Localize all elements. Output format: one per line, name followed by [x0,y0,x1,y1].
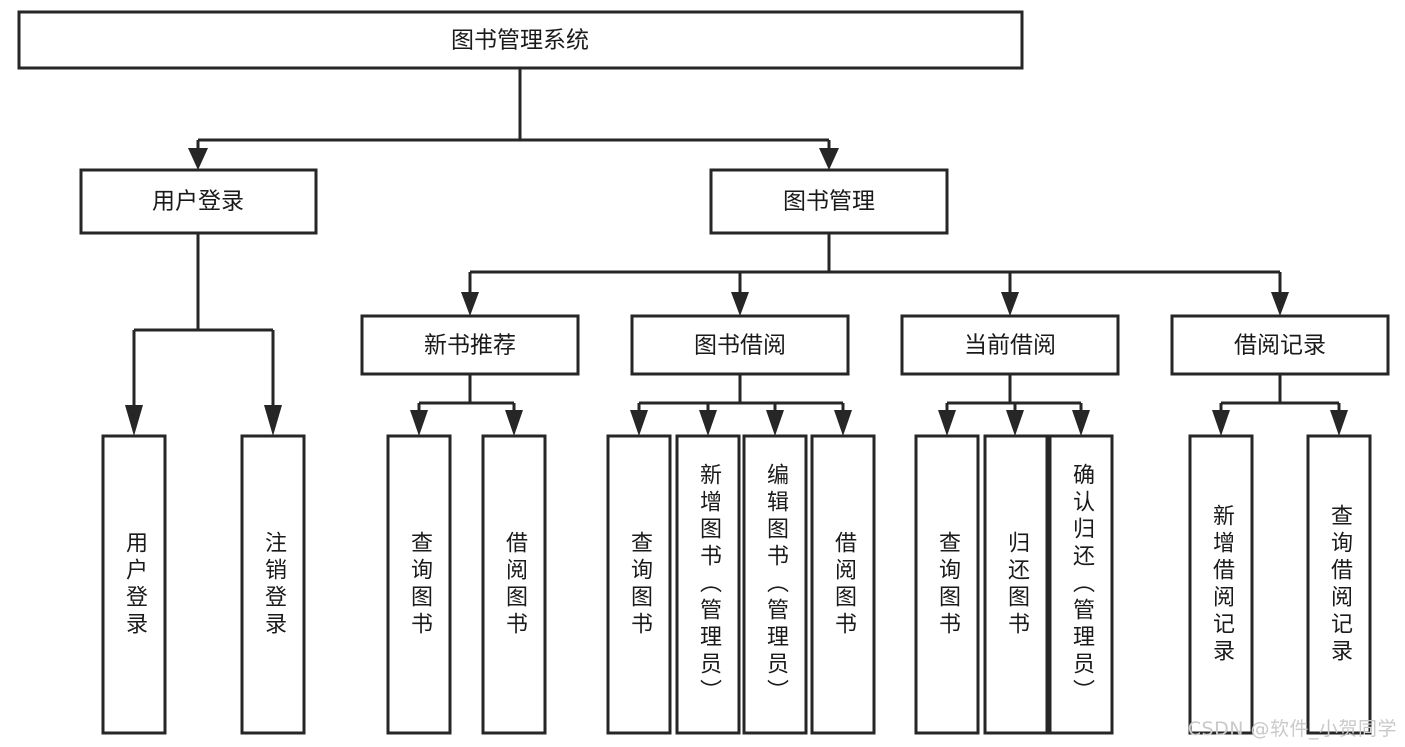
arrow-head-leaf-borrow-book [834,410,852,436]
connector-group-current-borrow-to-leaves [938,374,1090,436]
node-current-borrow-box[interactable] [900,314,1120,376]
node-root-box[interactable] [17,10,1024,70]
node-leaf-add-book-admin-box[interactable] [675,434,741,735]
node-leaf-query-book-recommend-box[interactable] [386,434,452,735]
arrow-head-book-borrow [731,292,749,316]
node-user-login-box[interactable] [79,168,318,235]
connector-group-new-book-recommend-to-leaves [410,374,523,436]
arrow-head-borrow-record [1271,292,1289,316]
node-leaf-user-login-box[interactable] [101,434,167,735]
node-new-book-recommend-label: 新书推荐 [424,333,516,359]
arrow-head-leaf-add-borrow-record [1212,410,1230,436]
node-root-label: 图书管理系统 [451,28,589,54]
node-book-borrow-label: 图书借阅 [694,333,786,359]
connector-group-user-login-to-leaves [125,233,282,436]
arrow-head-leaf-query-book-current [938,410,956,436]
arrow-head-leaf-user-login [125,405,143,436]
node-book-management[interactable]: 图书管理 [709,168,949,235]
arrow-head-leaf-query-book-borrow [630,410,648,436]
node-user-login[interactable]: 用户登录 [79,168,318,235]
node-leaf-logout-box[interactable] [240,434,306,735]
node-book-management-label: 图书管理 [783,189,875,215]
node-root[interactable]: 图书管理系统 [17,10,1024,70]
node-book-borrow-box[interactable] [630,314,850,376]
node-leaf-confirm-return-admin-box[interactable] [1048,434,1114,735]
arrow-head-leaf-query-book-recommend [410,410,428,436]
watermark: CSDN @软件_小贺同学 [1187,718,1397,740]
connector-group-book-borrow-to-leaves [630,374,852,436]
node-borrow-record-box[interactable] [1170,314,1390,376]
connector-group-book-management-to-level3 [461,233,1289,316]
node-leaf-borrow-book-recommend-box[interactable] [481,434,547,735]
arrow-head-leaf-add-book-admin [699,410,717,436]
node-borrow-record[interactable]: 借阅记录 [1170,314,1390,376]
arrow-head-user-login [188,148,208,170]
arrow-head-leaf-borrow-book-recommend [505,410,523,436]
node-new-book-recommend[interactable]: 新书推荐 [360,314,580,376]
node-leaf-add-borrow-record-box[interactable] [1188,434,1254,735]
node-current-borrow[interactable]: 当前借阅 [900,314,1120,376]
node-current-borrow-label: 当前借阅 [964,333,1056,359]
node-book-management-box[interactable] [709,168,949,235]
node-leaf-query-borrow-record-box[interactable] [1306,434,1372,735]
leaf-box-group [101,434,1372,735]
connector-group-borrow-record-to-leaves [1212,374,1348,436]
node-leaf-return-book-box[interactable] [983,434,1049,735]
node-leaf-query-book-borrow-box[interactable] [606,434,672,735]
node-leaf-edit-book-admin-box[interactable] [742,434,808,735]
node-user-login-label: 用户登录 [152,189,244,215]
arrow-head-leaf-confirm-return-admin [1072,410,1090,436]
connector-group-root-to-level2 [188,68,839,170]
arrow-head-leaf-query-borrow-record [1330,410,1348,436]
arrow-head-book-management [819,148,839,170]
arrow-head-leaf-return-book [1006,410,1024,436]
arrow-head-leaf-logout [264,405,282,436]
node-borrow-record-label: 借阅记录 [1234,333,1326,359]
node-leaf-borrow-book-box[interactable] [810,434,876,735]
node-book-borrow[interactable]: 图书借阅 [630,314,850,376]
node-leaf-query-book-current-box[interactable] [914,434,980,735]
node-new-book-recommend-box[interactable] [360,314,580,376]
arrow-head-current-borrow [1001,292,1019,316]
arrow-head-new-book-recommend [461,292,479,316]
arrow-head-leaf-edit-book-admin [766,410,784,436]
